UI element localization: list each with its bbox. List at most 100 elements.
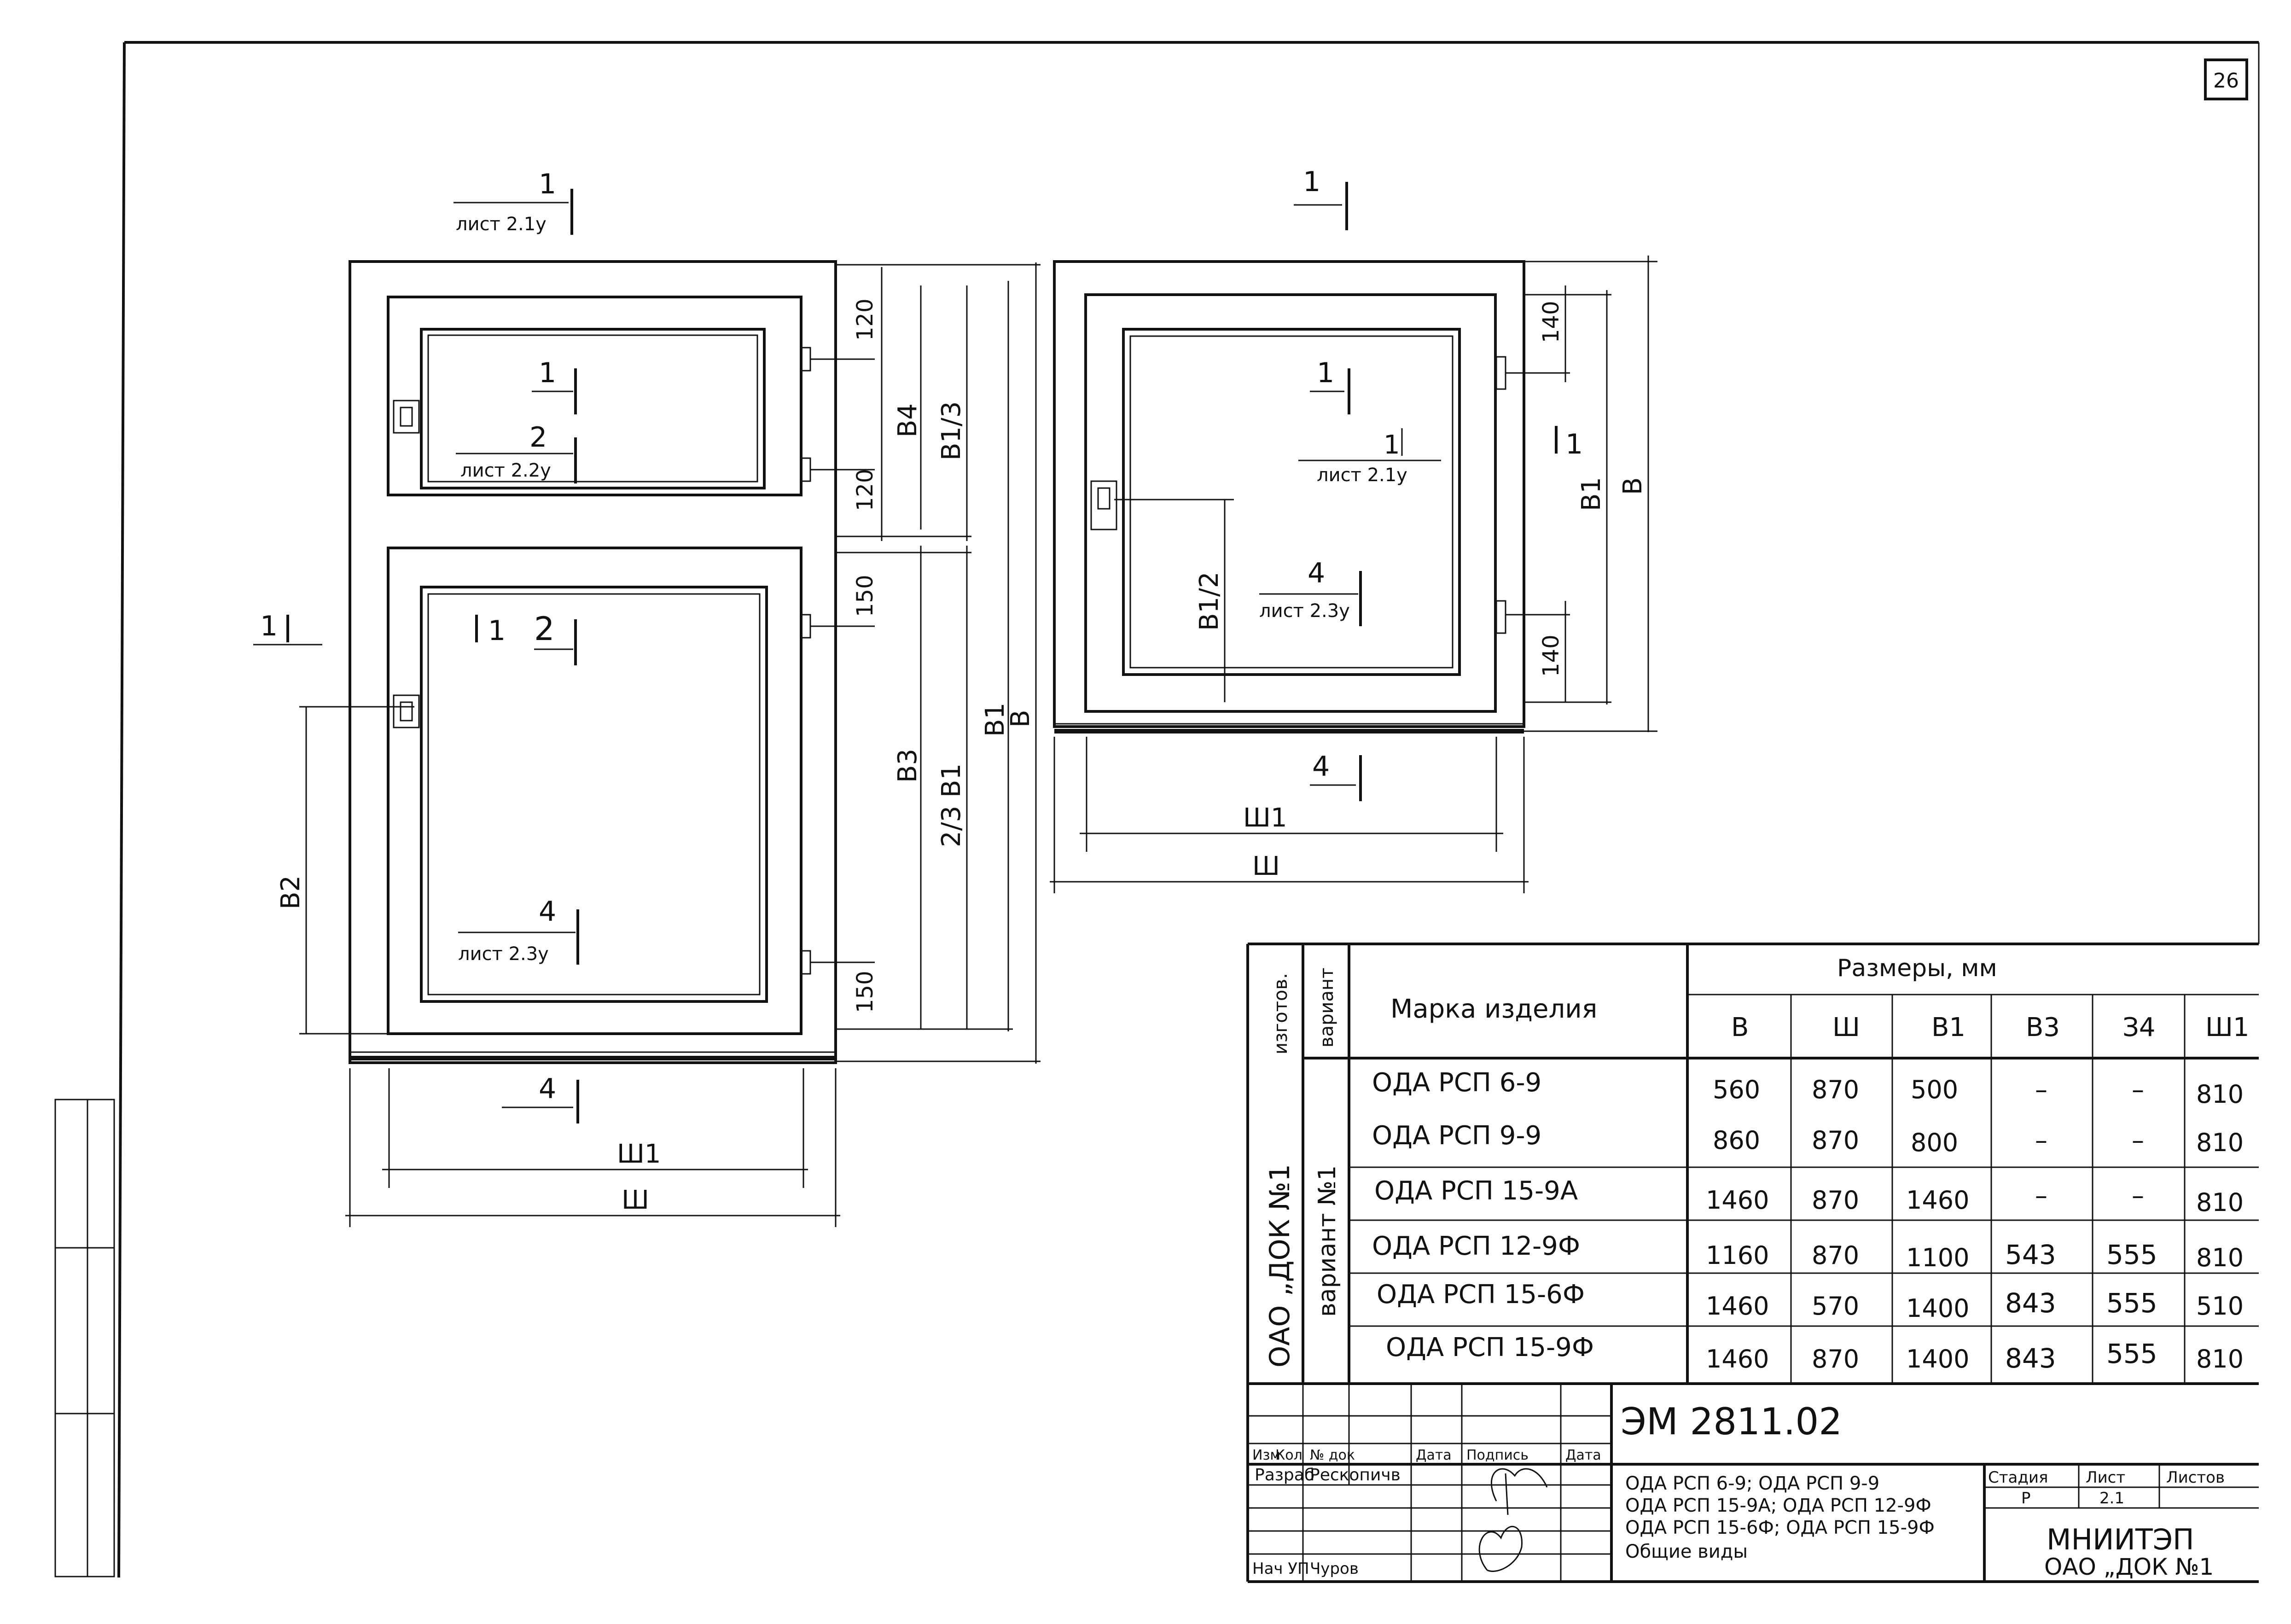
- col-variant-header: вариант: [1316, 968, 1337, 1048]
- svg-text:140: 140: [1538, 634, 1564, 677]
- svg-text:810: 810: [2196, 1188, 2244, 1217]
- svg-text:–: –: [2132, 1126, 2144, 1155]
- section-mark-right-4: 4 лист 2.3у: [1259, 557, 1362, 626]
- signature-1: [1490, 1468, 1548, 1515]
- svg-text:870: 870: [1812, 1186, 1859, 1215]
- table-row: ОДА РСП 6-9 560 870 500 – – 810: [1372, 1068, 2244, 1109]
- svg-text:–: –: [2035, 1181, 2047, 1210]
- svg-text:–: –: [2132, 1075, 2144, 1104]
- svg-text:Рескопичв: Рескопичв: [1310, 1466, 1401, 1484]
- svg-text:лист 2.1у: лист 2.1у: [456, 214, 547, 235]
- section-mark-right-bottom: 4: [1310, 751, 1362, 801]
- section-mark-upper-1: 1: [532, 357, 577, 414]
- svg-text:лист 2.2у: лист 2.2у: [460, 460, 551, 481]
- svg-text:–: –: [2132, 1181, 2144, 1210]
- svg-text:560: 560: [1713, 1075, 1760, 1104]
- col-mark-header: Марка изделия: [1390, 994, 1597, 1024]
- svg-text:1: 1: [1303, 166, 1320, 198]
- variant-cell: вариант №1: [1314, 1165, 1341, 1317]
- svg-text:В: В: [1618, 477, 1648, 495]
- svg-text:570: 570: [1812, 1292, 1859, 1321]
- svg-text:ОДА РСП 15-9Ф: ОДА РСП 15-9Ф: [1386, 1333, 1594, 1362]
- svg-text:140: 140: [1538, 301, 1564, 343]
- svg-text:ОДА РСП 6-9; ОДА РСП 9-9: ОДА РСП 6-9; ОДА РСП 9-9: [1625, 1473, 1879, 1494]
- table-row: ОДА РСП 15-9А 1460 870 1460 – – 810: [1374, 1176, 2244, 1217]
- svg-text:1: 1: [488, 615, 506, 647]
- svg-text:Ш1: Ш1: [1243, 803, 1287, 833]
- svg-text:Дата: Дата: [1416, 1447, 1452, 1463]
- svg-text:800: 800: [1911, 1128, 1958, 1157]
- svg-text:З4: З4: [2122, 1013, 2156, 1042]
- svg-text:810: 810: [2196, 1080, 2244, 1109]
- svg-text:ОДА РСП 15-9А; ОДА РСП 12-9Ф: ОДА РСП 15-9А; ОДА РСП 12-9Ф: [1625, 1495, 1931, 1516]
- svg-text:543: 543: [2005, 1239, 2056, 1270]
- section-mark-lower-1: 1: [475, 615, 506, 647]
- svg-text:1400: 1400: [1906, 1345, 1969, 1374]
- svg-text:Ш: Ш: [1252, 851, 1280, 881]
- svg-text:лист 2.3у: лист 2.3у: [1259, 600, 1350, 622]
- svg-text:В3: В3: [893, 749, 923, 783]
- svg-text:1: 1: [539, 168, 556, 200]
- section-mark-top-left: 1 лист 2.1у: [454, 168, 573, 235]
- svg-text:Дата: Дата: [1565, 1447, 1601, 1463]
- svg-text:870: 870: [1812, 1075, 1859, 1104]
- svg-text:Изм: Изм: [1252, 1447, 1280, 1463]
- svg-text:555: 555: [2106, 1287, 2157, 1319]
- section-mark-right-side: 1: [1555, 426, 1583, 460]
- spec-table: изготов. вариант Марка изделия Размеры, …: [1246, 943, 2259, 1582]
- svg-text:1460: 1460: [1706, 1186, 1769, 1215]
- svg-text:В: В: [1006, 710, 1035, 728]
- svg-text:лист 2.1у: лист 2.1у: [1317, 465, 1407, 486]
- section-mark-lower-2: 2: [534, 610, 577, 665]
- svg-text:843: 843: [2005, 1287, 2056, 1319]
- svg-text:810: 810: [2196, 1345, 2244, 1374]
- svg-text:В3: В3: [2026, 1013, 2060, 1042]
- svg-text:В1/3: В1/3: [936, 401, 966, 460]
- section-mark-lower-4: 4 лист 2.3у: [458, 896, 579, 965]
- svg-text:–: –: [2035, 1126, 2047, 1155]
- svg-text:870: 870: [1812, 1345, 1859, 1374]
- section-mark-upper-2: 2 лист 2.2у: [456, 421, 577, 483]
- svg-text:120: 120: [852, 298, 878, 341]
- document-code: ЭМ 2811.02: [1621, 1400, 1842, 1443]
- svg-text:1100: 1100: [1906, 1243, 1969, 1272]
- svg-text:Подпись: Подпись: [1466, 1447, 1529, 1463]
- manufacturer-cell: ОАО „ДОК №1: [1264, 1164, 1296, 1368]
- svg-text:МНИИТЭП: МНИИТЭП: [2047, 1523, 2194, 1556]
- svg-text:1460: 1460: [1706, 1292, 1769, 1321]
- sheet-number-box: 26: [2204, 58, 2248, 100]
- svg-text:В4: В4: [893, 403, 923, 437]
- svg-text:Общие виды: Общие виды: [1625, 1541, 1748, 1562]
- svg-text:1: 1: [539, 357, 556, 389]
- svg-text:Ш1: Ш1: [617, 1139, 661, 1169]
- svg-text:ОАО „ДОК №1: ОАО „ДОК №1: [2044, 1554, 2214, 1580]
- handle-icon: [393, 694, 420, 728]
- svg-text:4: 4: [539, 1073, 556, 1105]
- svg-text:Листов: Листов: [2166, 1468, 2225, 1487]
- vertical-dimensions-left: [810, 262, 1041, 1064]
- svg-text:№ док: № док: [1310, 1447, 1355, 1463]
- svg-text:4: 4: [1312, 751, 1330, 783]
- svg-text:ОДА РСП 15-9А: ОДА РСП 15-9А: [1374, 1176, 1578, 1206]
- svg-text:Чуров: Чуров: [1310, 1560, 1359, 1578]
- col-manufacturer-header: изготов.: [1270, 973, 1291, 1054]
- handle-icon: [1090, 480, 1117, 530]
- svg-text:510: 510: [2196, 1292, 2244, 1321]
- svg-text:810: 810: [2196, 1128, 2244, 1157]
- col-sizes-header: Размеры, мм: [1837, 955, 1997, 982]
- svg-text:2: 2: [534, 610, 555, 648]
- svg-text:В1: В1: [980, 703, 1010, 737]
- table-row: ОДА РСП 12-9Ф 1160 870 1100 543 555 810: [1372, 1231, 2244, 1272]
- svg-text:В2: В2: [276, 875, 306, 909]
- svg-text:150: 150: [852, 971, 878, 1013]
- svg-text:Ш1: Ш1: [2205, 1013, 2250, 1042]
- svg-text:555: 555: [2106, 1338, 2157, 1369]
- svg-text:1: 1: [1565, 428, 1583, 460]
- svg-text:Нач УП: Нач УП: [1252, 1560, 1309, 1578]
- svg-text:ОДА РСП 6-9: ОДА РСП 6-9: [1372, 1068, 1541, 1098]
- svg-text:2.1: 2.1: [2099, 1489, 2124, 1508]
- svg-text:–: –: [2035, 1075, 2047, 1104]
- svg-text:2: 2: [529, 421, 547, 454]
- svg-text:1: 1: [260, 610, 278, 642]
